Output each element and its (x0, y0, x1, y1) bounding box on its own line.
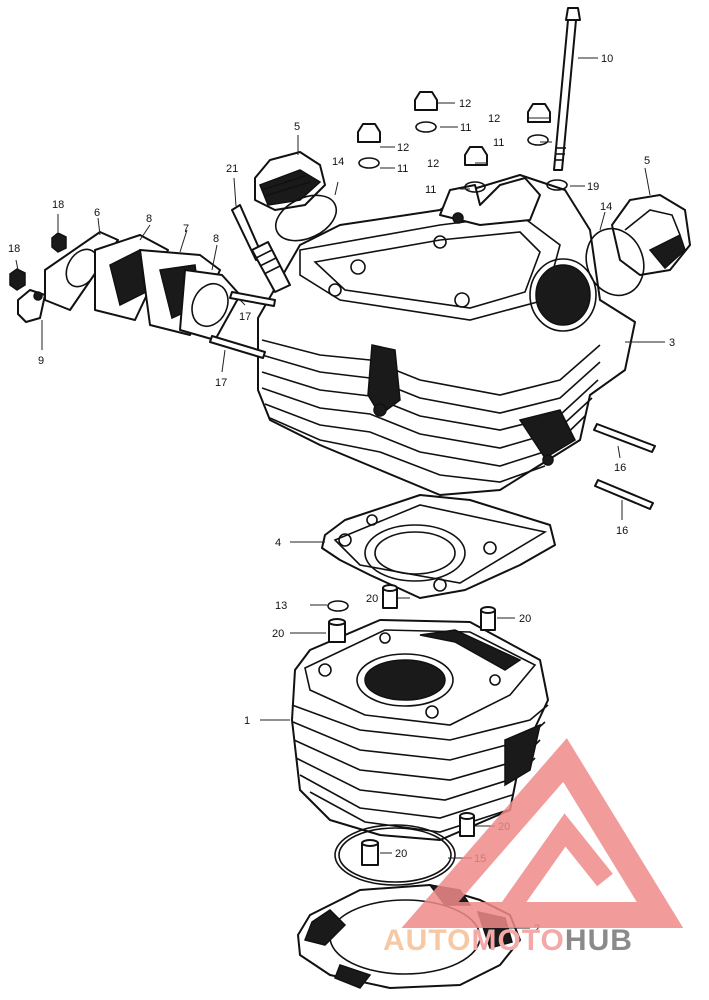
o-ring-13 (327, 600, 349, 612)
nut-18-upper (51, 232, 67, 253)
callout-12d: 12 (427, 158, 439, 170)
callout-18b: 18 (8, 243, 20, 255)
stud-17-lower (209, 335, 266, 359)
callout-7: 7 (183, 223, 189, 235)
dowel-16-upper (593, 423, 656, 453)
callout-5b: 5 (644, 155, 650, 167)
spark-plug (231, 204, 291, 293)
bracket-9-hole (33, 291, 43, 301)
valve-cap-right (611, 194, 691, 276)
o-ring-15 (334, 824, 456, 886)
callout-11c: 11 (397, 163, 408, 175)
callout-14b: 14 (600, 201, 612, 213)
callout-16a: 16 (614, 462, 626, 474)
callout-1: 1 (244, 715, 250, 727)
callout-17b: 17 (215, 377, 227, 389)
callout-12a: 12 (459, 98, 471, 110)
watermark-logo (401, 738, 684, 928)
callout-14a: 14 (332, 156, 344, 168)
head-gasket (321, 494, 556, 599)
callout-5a: 5 (294, 121, 300, 133)
stud-17-upper (229, 291, 276, 307)
cylinder-head (257, 174, 636, 496)
watermark-inner-mark-icon (496, 813, 613, 921)
nut-18-lower (9, 268, 26, 291)
callout-6: 6 (94, 207, 100, 219)
callout-18a: 18 (52, 199, 64, 211)
dowel-pins (328, 584, 496, 866)
callout-20e: 20 (395, 848, 407, 860)
callout-9: 9 (38, 355, 44, 367)
callout-11a: 11 (460, 122, 471, 134)
o-ring-14-right (585, 227, 645, 297)
cylinder-block (291, 619, 549, 841)
callout-8a: 8 (146, 213, 152, 225)
watermark-text-hub: HUB (565, 924, 633, 957)
callout-4: 4 (275, 537, 281, 549)
callout-20a: 20 (366, 593, 378, 605)
callout-21: 21 (226, 163, 238, 175)
callout-11b: 11 (493, 137, 504, 149)
callout-20b: 20 (272, 628, 284, 640)
valve-cap-left (254, 151, 326, 211)
intake-manifold-gaskets (44, 231, 241, 341)
callout-20c: 20 (519, 613, 531, 625)
o-ring-14-left (274, 194, 338, 242)
dowel-16-lower (594, 479, 654, 510)
callout-2: 2 (534, 923, 540, 935)
callout-11d: 11 (425, 184, 436, 196)
callout-13: 13 (275, 600, 287, 612)
watermark-text-moto: MOTO (471, 924, 564, 957)
callout-12c: 12 (397, 142, 409, 154)
watermark-triangle-icon (401, 738, 684, 928)
callout-17a: 17 (239, 311, 251, 323)
o-ring-15-inner (338, 827, 452, 883)
callout-8b: 8 (213, 233, 219, 245)
watermark-text: AUTOMOTOHUB (383, 924, 633, 957)
callout-3: 3 (669, 337, 675, 349)
callout-16b: 16 (616, 525, 628, 537)
watermark-text-auto: AUTO (383, 924, 471, 957)
callout-12b: 12 (488, 113, 500, 125)
callout-10: 10 (601, 53, 613, 65)
callout-19: 19 (587, 181, 599, 193)
long-stud-bolt (553, 7, 581, 171)
